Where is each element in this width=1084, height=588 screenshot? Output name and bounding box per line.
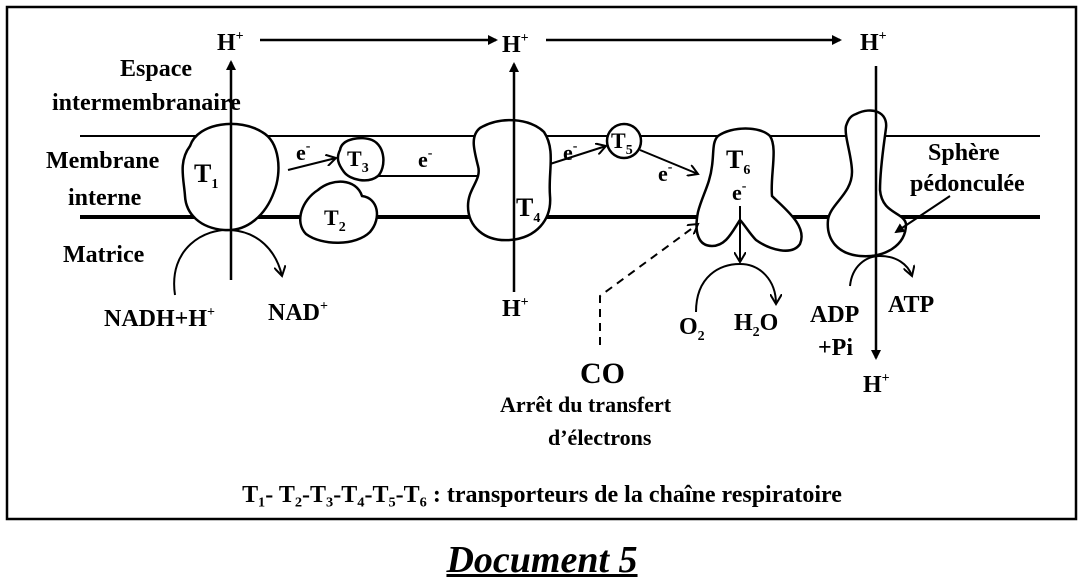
electron-label-4: e-: [658, 160, 673, 186]
membrane-label-line1: Membrane: [46, 148, 160, 174]
nad-label: NAD+: [268, 299, 328, 326]
diagram-frame: [5, 5, 1078, 521]
electron-label-3: e-: [563, 139, 578, 165]
t2-label: T2: [324, 205, 346, 235]
sphere-pointer-arrow: [894, 195, 951, 234]
espace-label-line2: intermembranaire: [52, 90, 241, 116]
atp-synthesis-curve: [849, 254, 912, 287]
transporter-t4-shape: [466, 118, 553, 242]
nadh-oxidation-curve: [173, 228, 282, 296]
t5-label: T5: [611, 128, 633, 158]
electron-arrow-t5-t6: [639, 149, 698, 174]
transporter-t5-shape: [605, 122, 643, 160]
co-inhibition-dashed-arrow: [599, 224, 698, 345]
electron-arrow-t1-t3: [287, 158, 336, 171]
arret-label-line1: Arrêt du transfert: [500, 392, 672, 417]
transporter-t6-shape: [695, 127, 803, 252]
h-plus-label-1: H+: [217, 29, 244, 56]
arret-label-line2: d’électrons: [548, 425, 652, 450]
h-plus-label-2: H+: [502, 31, 529, 58]
t3-label: T3: [347, 146, 369, 176]
t1-label: T1: [194, 159, 218, 192]
electron-label-1: e-: [296, 139, 311, 165]
t6-label: T6: [726, 145, 750, 178]
o2-label: O2: [679, 314, 705, 344]
t6-electron-label: e-: [732, 179, 747, 205]
document-title: Document 5: [446, 539, 638, 581]
electron-arrow-t4-t5: [549, 146, 606, 165]
atp-synthase-shape: [826, 109, 908, 258]
membrane-label-line2: interne: [68, 185, 142, 211]
electron-label-2: e-: [418, 146, 433, 172]
h-plus-label-5: H+: [863, 371, 890, 398]
transporter-t2-shape: [299, 180, 379, 244]
atp-label: ATP: [888, 292, 934, 318]
adp-label: ADP: [810, 302, 859, 328]
co-label: CO: [580, 357, 625, 390]
transporters-legend: T₁- T₂-T₃-T₄-T₅-T₆ : transporteurs de la…: [242, 482, 842, 508]
h-plus-label-4: H+: [502, 295, 529, 322]
pi-label: +Pi: [818, 335, 853, 361]
espace-label-line1: Espace: [120, 56, 192, 82]
h-plus-label-3: H+: [860, 29, 887, 56]
h2o-label: H2O: [734, 310, 778, 340]
t4-label: T4: [516, 193, 540, 226]
oxygen-reduction-curve: [695, 262, 776, 313]
nadh-label: NADH+H+: [104, 305, 215, 332]
matrice-label: Matrice: [63, 242, 145, 268]
sphere-label-line1: Sphère: [928, 140, 1000, 166]
sphere-label-line2: pédonculée: [910, 171, 1025, 197]
